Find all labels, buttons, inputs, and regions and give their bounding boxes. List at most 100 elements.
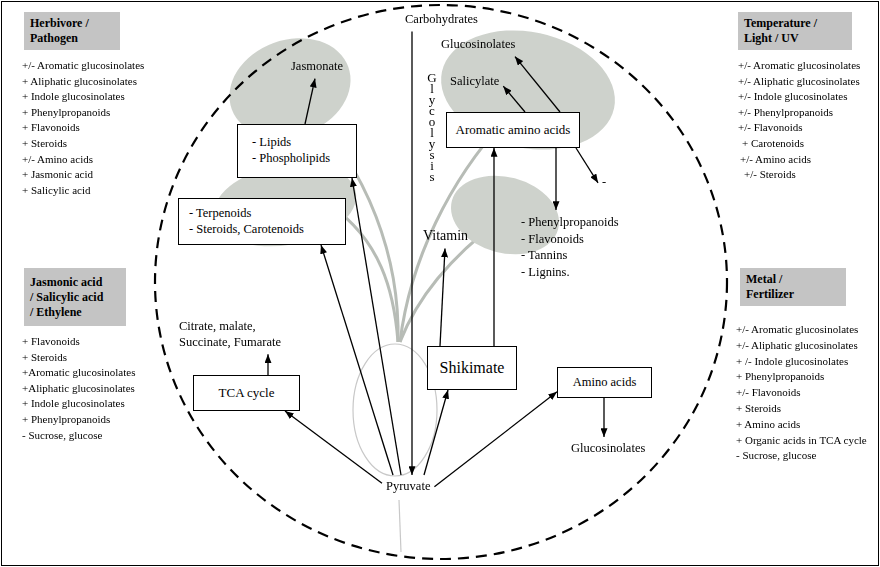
flow-arrow [434, 392, 557, 487]
node-text: Jasmonic acid / Salicylic acid / Ethylen… [30, 275, 108, 320]
leaf [430, 15, 626, 165]
metabolite-label: - Phenylpropanoids- Flavonoids- Tannins-… [520, 213, 620, 281]
flow-arrow [424, 390, 448, 475]
metabolite-label: Pyruvate [385, 478, 431, 496]
effect-item: +/- Aromatic glucosinolates [736, 322, 858, 338]
condition-box: Metal / Fertilizer [740, 268, 846, 306]
effect-item: + Salicylic acid [22, 183, 91, 199]
flow-arrow [321, 245, 393, 475]
flow-arrow [440, 249, 445, 347]
effect-item: + Phenylpropanoids [736, 369, 824, 385]
node-text: Salicylate [450, 74, 499, 90]
letter: c [426, 105, 438, 116]
node-text: TCA cycle [219, 385, 275, 401]
effect-item: + Phenylpropanoids [22, 105, 110, 121]
effect-item: + Indole glucosinolates [22, 89, 125, 105]
condition-box: Jasmonic acid / Salicylic acid / Ethylen… [24, 268, 126, 326]
pathway-box: - Terpenoids- Steroids, Carotenoids [178, 198, 346, 245]
node-text: - Steroids, Carotenoids [189, 222, 304, 238]
effect-item: +Aliphatic glucosinolates [22, 381, 135, 397]
node-text: Carbohydrates [405, 12, 478, 28]
root [353, 344, 437, 476]
effect-item: + Flavonoids [22, 334, 80, 350]
effect-item: +/- Flavonoids [736, 385, 801, 401]
node-text: Aromatic amino acids [456, 122, 571, 138]
effect-item: +/- Phenylpropanoids [738, 105, 833, 121]
letter: l [426, 83, 438, 94]
node-text: Glucosinolates [441, 37, 515, 53]
metabolite-label: Citrate, malate, Succinate, Fumarate [178, 318, 302, 351]
effect-item: + Indole glucosinolates [22, 396, 125, 412]
metabolite-label: Carbohydrates [404, 11, 479, 29]
node-text: - Terpenoids [189, 206, 251, 222]
effect-item: + /- Indole glucosinolates [736, 354, 848, 370]
flow-arrow [555, 148, 556, 210]
flow-arrow [515, 57, 560, 112]
node-text: Glucosinolates [571, 441, 645, 457]
node-text: - Lipids [252, 135, 291, 151]
node-text: - Flavonoids [521, 231, 619, 248]
node-text: Temperature / Light / UV [744, 16, 839, 46]
metabolite-label: Vitamin [422, 226, 469, 246]
metabolite-label: Glucosinolates [440, 36, 516, 54]
node-text: - Lignins. [521, 264, 619, 281]
metabolite-label: Jasmonate [290, 58, 344, 76]
effect-item: + Jasmonic acid [22, 167, 93, 183]
node-text: - Phospholipids [252, 151, 330, 167]
effect-item: +/- Flavonoids [738, 120, 803, 136]
flow-arrow [493, 148, 494, 346]
effect-item: +/- Indole glucosinolates [738, 89, 847, 105]
pathway-name: Glycolysis [426, 72, 438, 182]
effect-item: +/- Aromatic glucosinolates [738, 58, 860, 74]
node-text: Shikimate [440, 358, 505, 378]
pathway-box: - Lipids- Phospholipids [237, 124, 357, 178]
metabolite-label: - [601, 174, 607, 192]
dashed-circle [155, 5, 727, 559]
effect-item: + Flavonoids [22, 120, 80, 136]
node-text: - [602, 175, 606, 191]
node-text: Pyruvate [386, 479, 430, 495]
effect-item: - Sucrose, glucose [736, 448, 816, 464]
pathway-box: Shikimate [427, 346, 517, 390]
node-text: - Tannins [521, 247, 619, 264]
flow-arrow [267, 354, 268, 375]
letter: s [426, 171, 438, 182]
flow-arrow [503, 86, 525, 112]
flow-arrow [305, 79, 315, 124]
root-tip [399, 500, 401, 552]
letter: i [426, 160, 438, 171]
effect-item: +/- Amino acids [740, 152, 811, 168]
metabolite-label: Glucosinolates [570, 440, 646, 458]
node-text: Amino acids [573, 375, 637, 391]
flow-arrow [352, 178, 401, 475]
node-text: Metal / Fertilizer [746, 272, 826, 302]
node-text: - Phenylpropanoids [521, 214, 619, 231]
flow-arrow [411, 32, 412, 475]
flow-arrow [576, 148, 598, 183]
effect-item: +/- Amino acids [22, 152, 93, 168]
effect-item: +/- Aliphatic glucosinolates [738, 74, 860, 90]
letter: G [426, 72, 438, 83]
pathway-box: TCA cycle [193, 375, 300, 411]
node-text: Herbivore / Pathogen [30, 16, 114, 46]
letter: s [426, 149, 438, 160]
effect-item: + Aliphatic glucosinolates [22, 74, 137, 90]
effect-item: + Steroids [736, 401, 781, 417]
node-text: Vitamin [423, 227, 468, 245]
node-text: Citrate, malate, Succinate, Fumarate [179, 319, 301, 350]
effect-item: + Carotenoids [742, 136, 804, 152]
letter: o [426, 116, 438, 127]
condition-box: Herbivore / Pathogen [24, 12, 120, 50]
effect-item: +/- Aromatic glucosinolates [22, 58, 144, 74]
effect-item: + Steroids [22, 350, 67, 366]
effect-item: +Aromatic glucosinolates [22, 365, 135, 381]
condition-box: Temperature / Light / UV [738, 12, 852, 50]
effect-item: + Steroids [22, 136, 67, 152]
flow-arrow [285, 411, 382, 483]
flow-arrow [603, 398, 604, 437]
letter: y [426, 138, 438, 149]
plant [207, 15, 626, 342]
effect-item: +/- Aliphatic glucosinolates [736, 338, 858, 354]
